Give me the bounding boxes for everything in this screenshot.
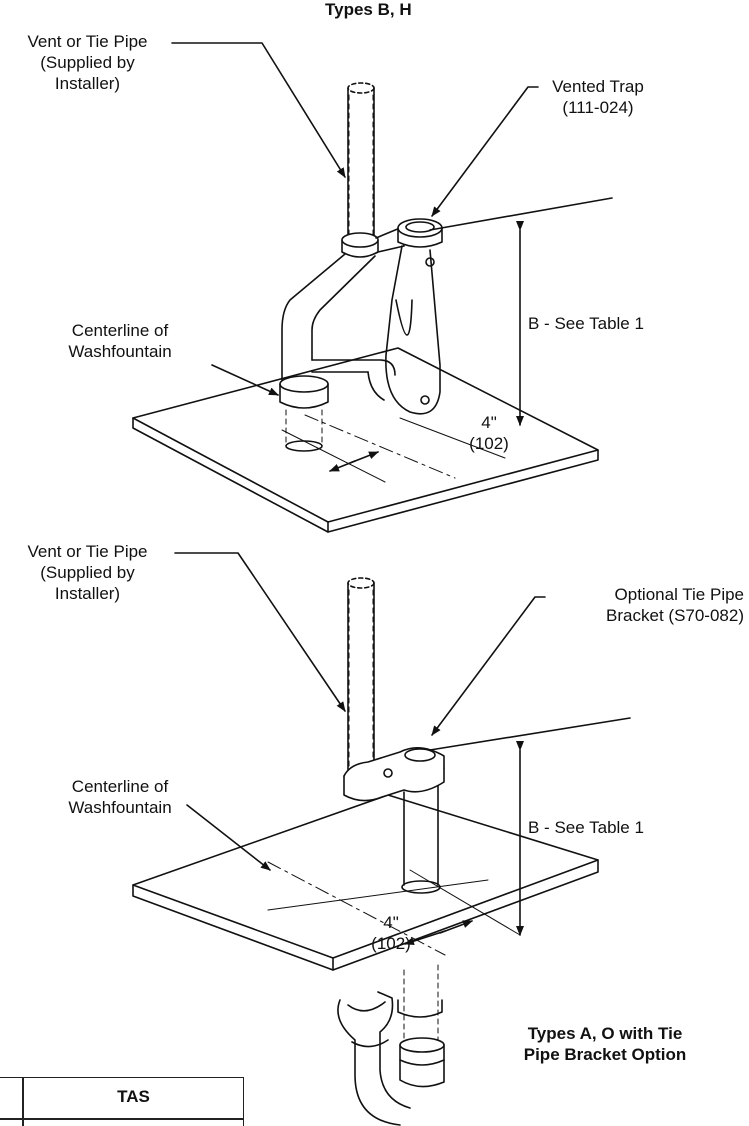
top-centerlines — [281, 414, 506, 483]
table-1-fragment: TAS — [0, 1077, 244, 1126]
top-figure-title: Types B, H — [325, 0, 412, 19]
table-header-tas: TAS — [117, 1087, 150, 1106]
top-vent-pipe — [347, 82, 375, 239]
bottom-offset-inches: 4" — [383, 913, 399, 932]
bottom-dimension-lines — [404, 717, 631, 946]
bottom-dimension-b-label: B - See Table 1 — [528, 818, 644, 837]
bottom-vent-pipe-label-line1: Vent or Tie Pipe — [27, 542, 148, 561]
top-offset-inches: 4" — [481, 413, 497, 432]
tie-pipe-bracket — [343, 747, 445, 802]
vented-trap-label-line2: (111-024) — [562, 98, 634, 117]
tie-pipe-bracket-label-line2: Bracket (S70-082) — [606, 606, 744, 625]
top-vent-pipe-label-line3: Installer) — [54, 74, 121, 93]
top-offset-label: 4" (102) — [454, 412, 524, 454]
bottom-figure-caption-line1: Types A, O with Tie — [527, 1024, 683, 1043]
tie-pipe-bracket-label-line1: Optional Tie Pipe — [614, 585, 744, 604]
vented-trap-label-line1: Vented Trap — [552, 77, 644, 96]
table-column-divider — [22, 1078, 24, 1126]
top-dimension-lines — [329, 197, 613, 472]
top-vent-pipe-label-line1: Vent or Tie Pipe — [27, 32, 148, 51]
bottom-centerline-label-line1: Centerline of — [71, 777, 169, 796]
top-vent-pipe-label-line2: (Supplied by — [40, 53, 135, 72]
top-dimension-b-label: B - See Table 1 — [528, 314, 644, 333]
bottom-figure-caption-line2: Pipe Bracket Option — [523, 1045, 687, 1064]
bottom-offset-label: 4" (102) — [356, 912, 426, 954]
p-trap — [337, 991, 445, 1126]
top-centerline-label-line1: Centerline of — [71, 321, 169, 340]
tie-pipe-bracket-label: Optional Tie Pipe Bracket (S70-082) — [566, 584, 744, 626]
drain-pipe — [401, 785, 441, 1051]
top-centerline-label: Centerline of Washfountain — [40, 320, 200, 362]
bottom-vent-pipe-label: Vent or Tie Pipe (Supplied by Installer) — [0, 541, 175, 604]
bottom-centerlines — [267, 861, 521, 956]
top-leader-lines — [171, 42, 539, 396]
top-offset-mm: (102) — [469, 434, 509, 453]
top-floor-plate — [132, 347, 599, 533]
bottom-leader-lines — [174, 552, 546, 871]
table-row-divider — [0, 1118, 243, 1120]
bottom-vent-pipe — [347, 577, 375, 773]
bottom-offset-mm: (102) — [371, 934, 411, 953]
bottom-figure-caption: Types A, O with Tie Pipe Bracket Option — [485, 1023, 725, 1065]
top-centerline-label-line2: Washfountain — [68, 342, 172, 361]
bottom-centerline-label: Centerline of Washfountain — [40, 776, 200, 818]
top-vent-pipe-label: Vent or Tie Pipe (Supplied by Installer) — [0, 31, 175, 94]
vented-trap-label: Vented Trap (111-024) — [538, 76, 658, 118]
bottom-floor-plate — [132, 794, 599, 971]
bottom-vent-pipe-label-line3: Installer) — [54, 584, 121, 603]
bottom-vent-pipe-label-line2: (Supplied by — [40, 563, 135, 582]
vented-trap — [279, 218, 443, 452]
bottom-centerline-label-line2: Washfountain — [68, 798, 172, 817]
